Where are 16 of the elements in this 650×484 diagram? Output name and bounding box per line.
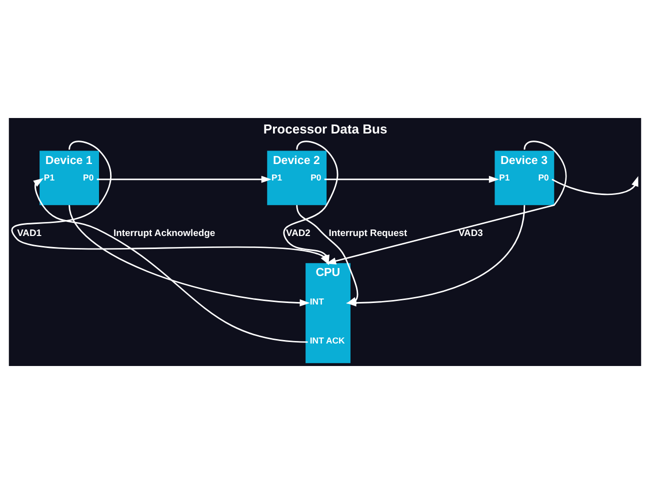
diagram-title: Processor Data Bus	[263, 122, 388, 137]
arrow	[96, 176, 272, 183]
arrow	[326, 140, 567, 264]
edge-label: Interrupt Request	[328, 226, 408, 238]
arrow	[552, 176, 638, 196]
node-box: Device 3 P1 P0	[494, 150, 554, 206]
arrow	[68, 204, 310, 306]
edge-label: VAD2	[286, 226, 310, 238]
arrow	[324, 176, 500, 183]
node-box: CPU INT INT ACK	[306, 263, 350, 364]
edge-label: VAD3	[458, 226, 483, 238]
node-box: Device 2 P1 P0	[267, 150, 327, 206]
node-box: Device 1 P1 P0	[40, 150, 99, 206]
edge-label: VAD1	[17, 226, 42, 238]
arrow	[33, 178, 308, 343]
edge-label: Interrupt Acknowledge	[114, 226, 216, 238]
